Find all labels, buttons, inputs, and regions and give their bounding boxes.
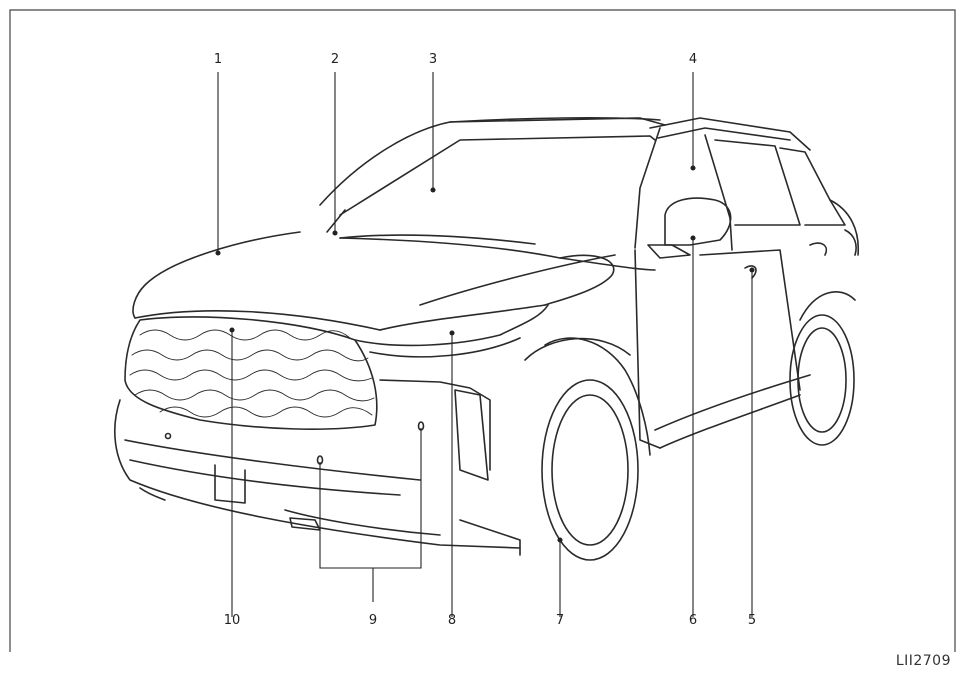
callout-2: 2: [330, 52, 340, 67]
callout-7: 7: [555, 613, 565, 628]
vehicle-illustration: [114, 117, 860, 561]
diagram-frame: [9, 9, 956, 652]
callout-6: 6: [688, 613, 698, 628]
callout-9: 9: [368, 613, 378, 628]
callout-4: 4: [688, 52, 698, 67]
callout-8: 8: [447, 613, 457, 628]
callout-3: 3: [428, 52, 438, 67]
figure-code: LII2709: [895, 653, 951, 669]
callout-1: 1: [213, 52, 223, 67]
callout-5: 5: [747, 613, 757, 628]
callout-leader-lines: [215, 72, 755, 617]
callout-10: 10: [223, 613, 241, 628]
